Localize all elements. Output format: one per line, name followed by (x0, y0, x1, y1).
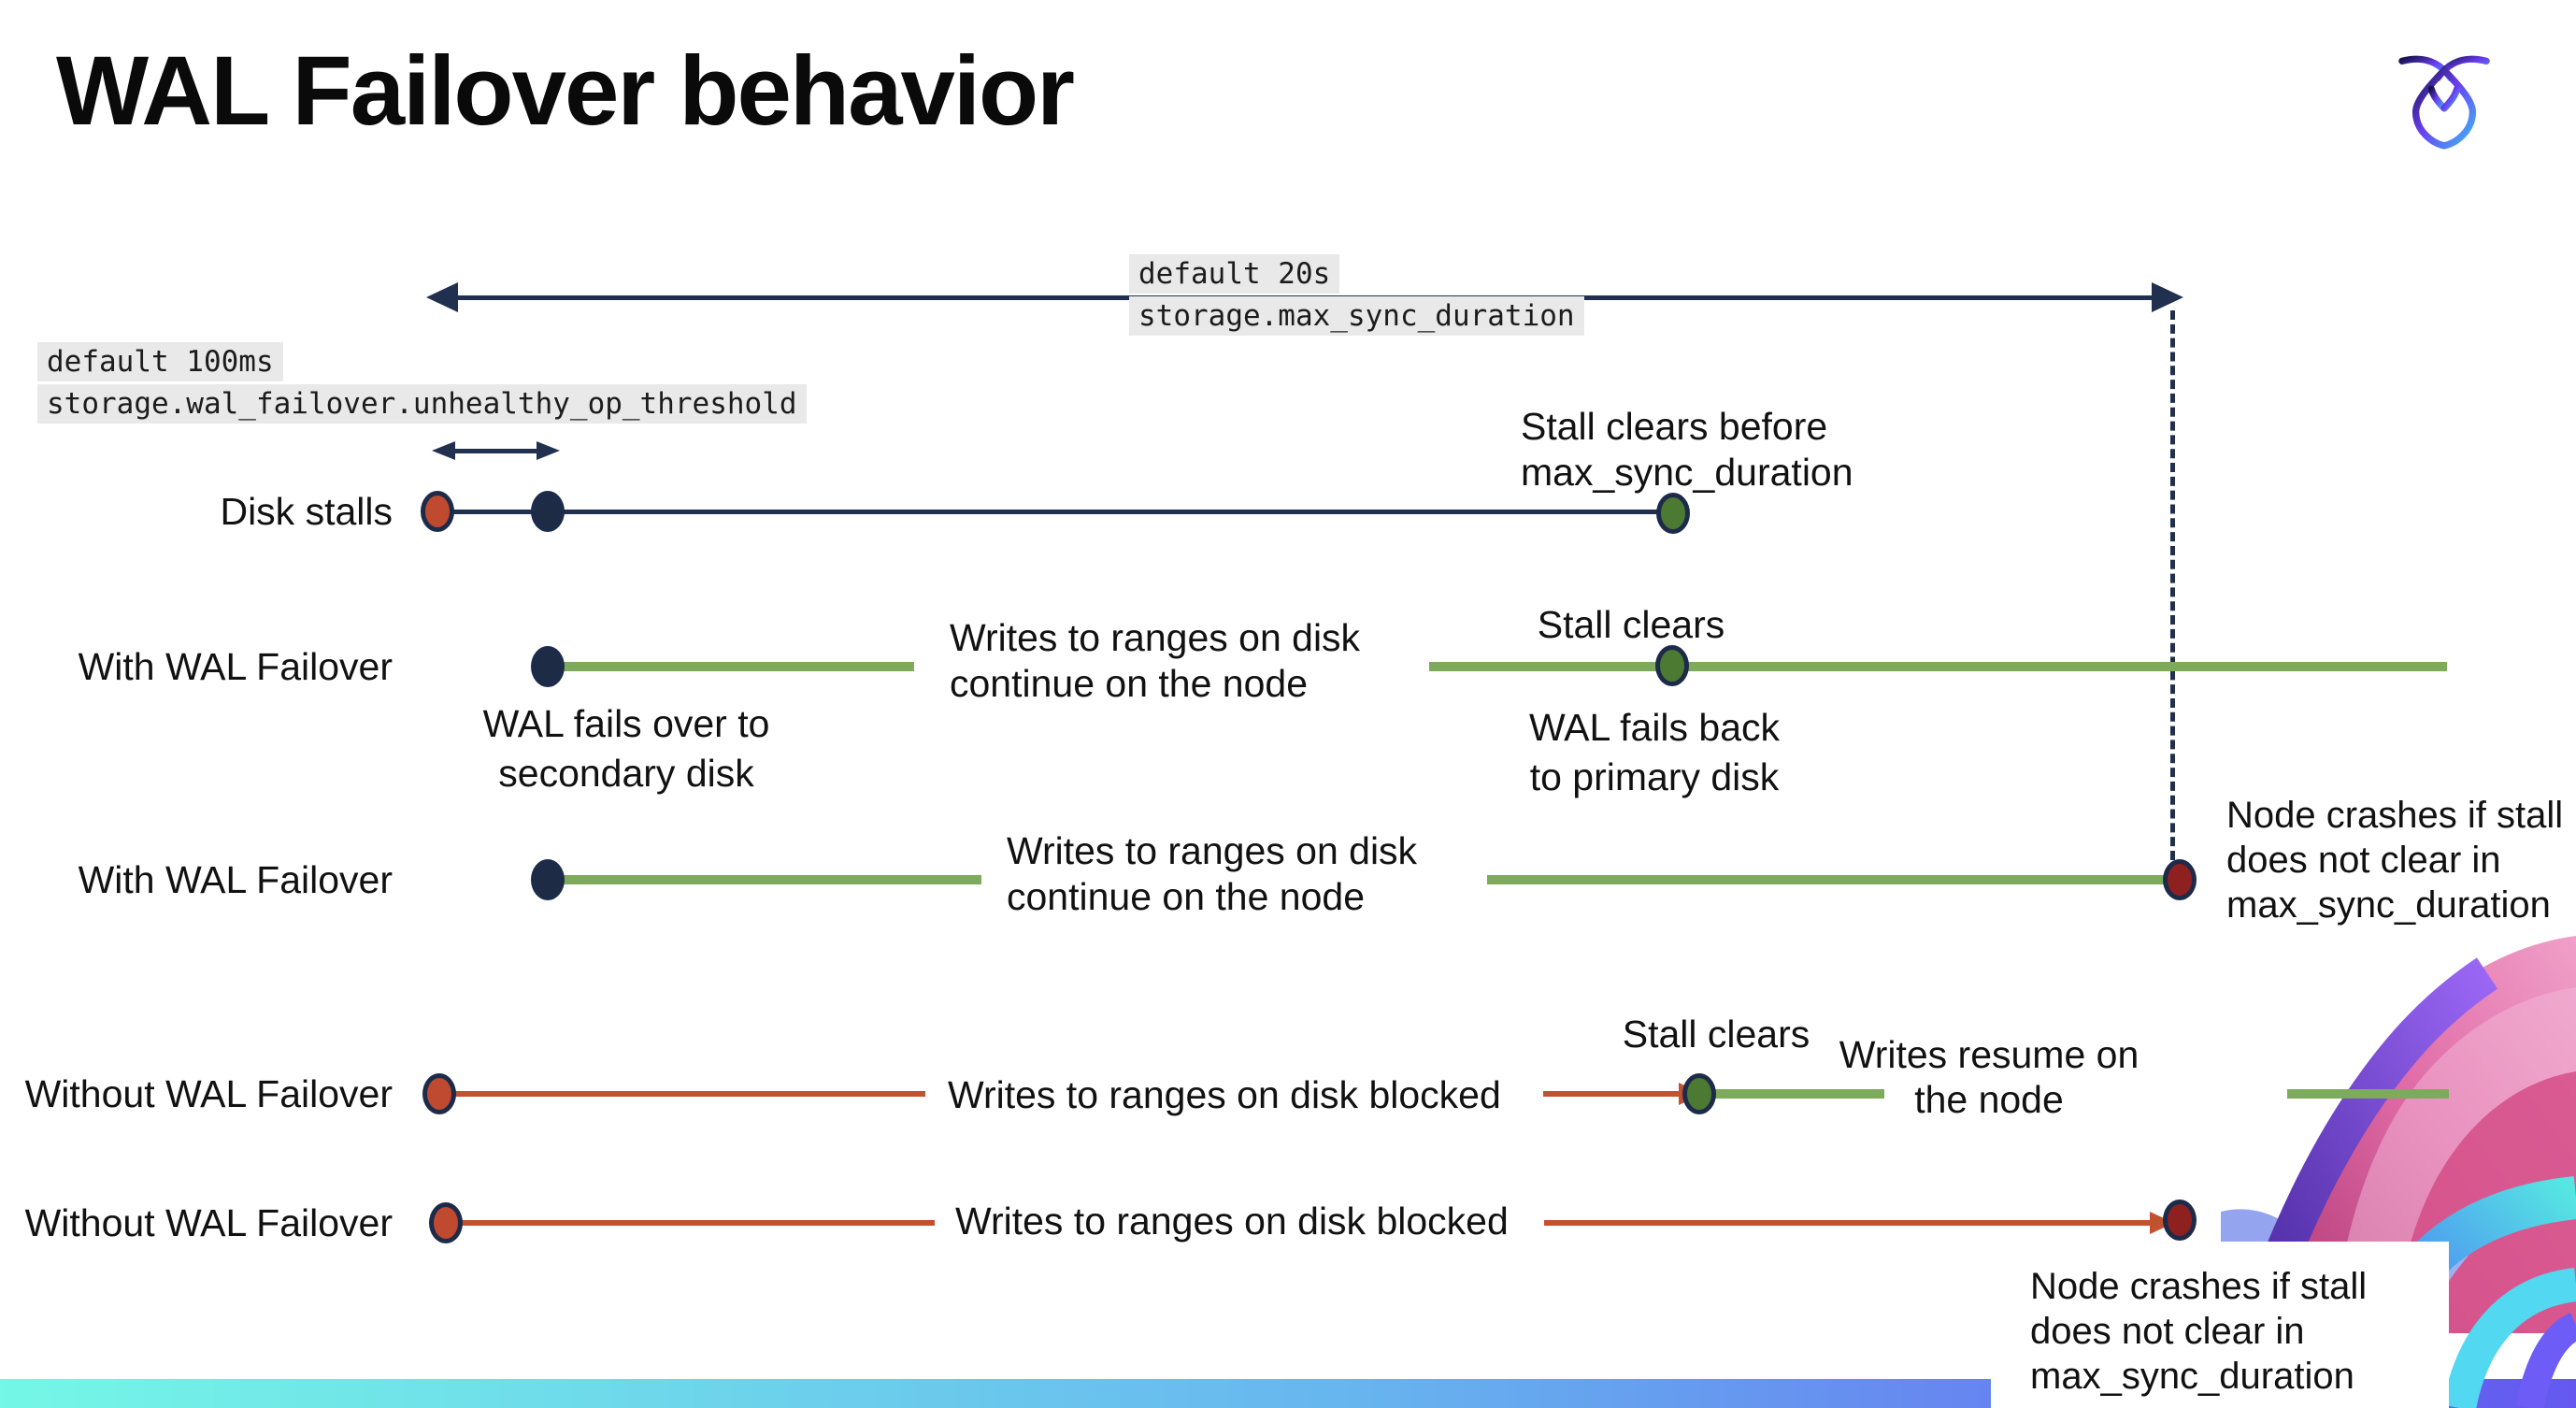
row4-writes-blocked-text: Writes to ranges on disk blocked (948, 1073, 1501, 1116)
row4-green-segment-1 (1697, 1089, 1884, 1099)
page-title: WAL Failover behavior (56, 36, 1075, 146)
row-label-disk-stalls: Disk stalls (220, 490, 393, 533)
row1-timeline (437, 510, 1673, 514)
row1-stall-clears-dot (1656, 493, 1690, 534)
row4-stall-clears-label: Stall clears (1622, 1013, 1810, 1056)
row5-writes-blocked-text: Writes to ranges on disk blocked (955, 1200, 1509, 1243)
row2-stall-clears-label: Stall clears (1537, 603, 1725, 646)
row2-green-segment-2 (1429, 662, 2447, 671)
row-label-with-failover-2: With WAL Failover (78, 858, 393, 901)
row2-stall-clears-dot (1655, 645, 1689, 686)
row5-crash-dot (2163, 1200, 2197, 1241)
row3-green-segment-1 (559, 875, 981, 884)
row3-node-crashes-text: Node crashes if stall does not clear in … (2226, 795, 2564, 926)
row-label-without-failover-1: Without WAL Failover (24, 1072, 393, 1115)
row2-green-segment-1 (559, 662, 914, 671)
row2-fails-over-text: WAL fails over to secondary disk (482, 702, 770, 795)
row2-writes-continue-text: Writes to ranges on disk continue on the… (950, 616, 1361, 705)
row3-crash-dot (2163, 859, 2197, 900)
row3-green-segment-2 (1487, 875, 2180, 884)
threshold-arrow-line (452, 449, 538, 453)
max-sync-setting-label: storage.max_sync_duration (1129, 296, 1584, 336)
unhealthy-op-setting-label: storage.wal_failover.unhealthy_op_thresh… (37, 384, 807, 424)
row1-threshold-dot (531, 491, 565, 532)
row4-stall-start-dot (422, 1073, 456, 1114)
cockroachdb-logo-icon (2398, 55, 2490, 150)
row-label-without-failover-2: Without WAL Failover (24, 1201, 393, 1244)
row4-stall-clears-dot (1682, 1073, 1716, 1114)
row4-green-segment-2 (2287, 1089, 2449, 1099)
row4-writes-resume-text: Writes resume on the node (1839, 1033, 2140, 1121)
row5-node-crashes-text: Node crashes if stall does not clear in … (2030, 1266, 2368, 1397)
row4-red-segment-1 (437, 1091, 925, 1097)
max-sync-deadline-dashed-line (2170, 310, 2175, 860)
max-sync-default-label: default 20s (1129, 254, 1340, 294)
row2-fails-back-text: WAL fails back to primary disk (1528, 706, 1781, 798)
max-sync-arrowhead-right-icon (2152, 282, 2183, 312)
row2-failover-dot (531, 646, 565, 687)
threshold-arrowhead-left-icon (432, 441, 455, 460)
row5-red-segment-1 (444, 1220, 935, 1226)
row5-node-crashes-callout: Node crashes if stall does not clear in … (1991, 1242, 2449, 1408)
row5-stall-start-dot (429, 1202, 463, 1243)
row-label-with-failover-1: With WAL Failover (78, 645, 393, 688)
max-sync-arrowhead-left-icon (426, 282, 458, 312)
threshold-arrowhead-right-icon (537, 441, 560, 460)
row1-stall-clears-text: Stall clears before max_sync_duration (1521, 405, 1853, 494)
row3-failover-dot (531, 859, 565, 900)
row4-red-segment-2 (1543, 1091, 1683, 1097)
row1-stall-start-dot (421, 491, 454, 532)
row5-red-segment-2 (1544, 1220, 2154, 1226)
row3-writes-continue-text: Writes to ranges on disk continue on the… (1007, 829, 1418, 918)
unhealthy-op-default-label: default 100ms (37, 342, 283, 381)
